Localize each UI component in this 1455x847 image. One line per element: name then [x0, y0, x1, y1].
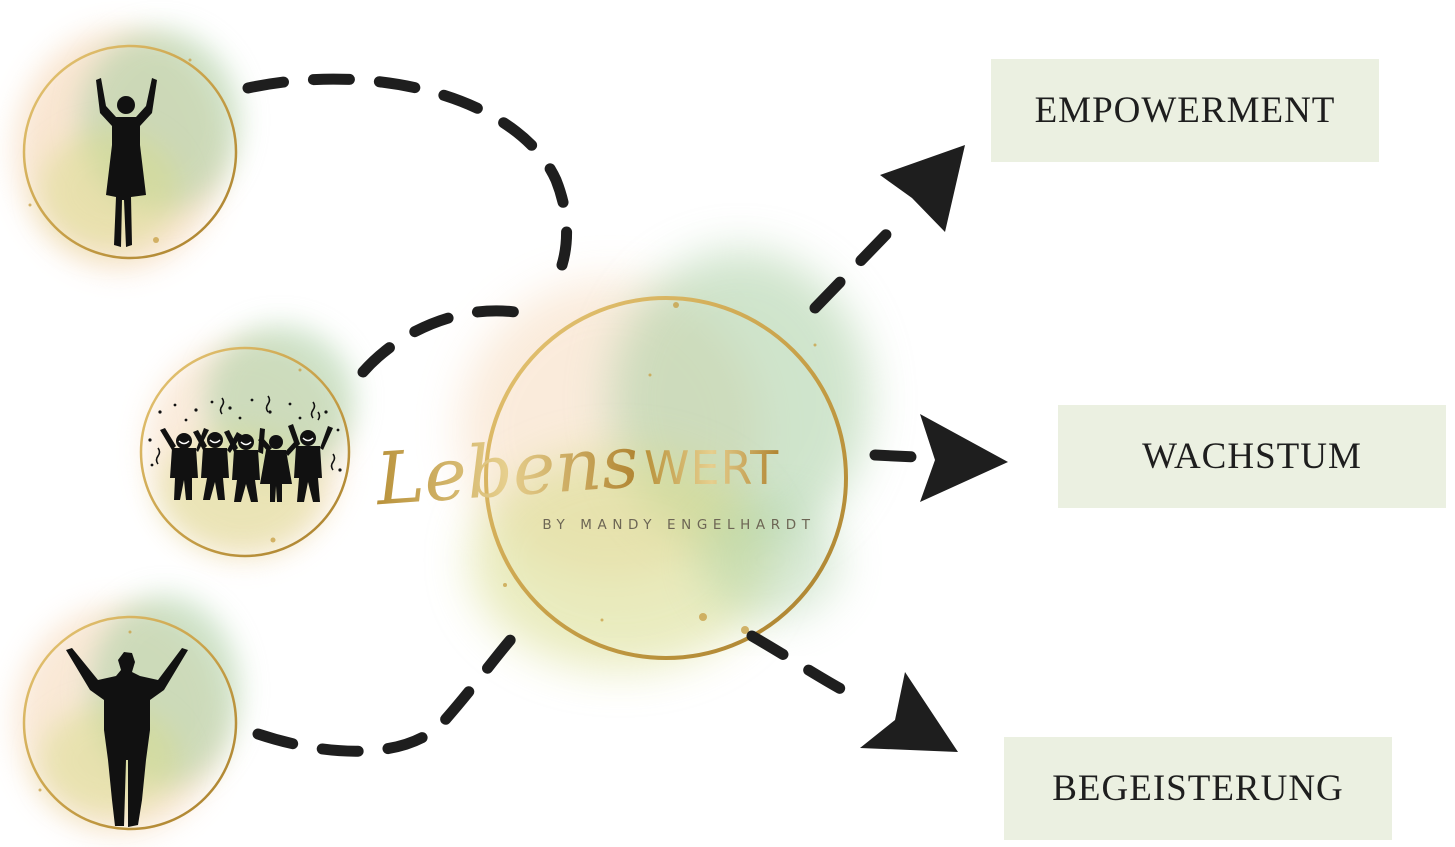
connector-woman-to-logo	[242, 73, 573, 271]
arrow-heads	[860, 145, 1008, 752]
celebrating-group-icon	[148, 395, 342, 502]
arrow-head-empowerment	[880, 145, 965, 232]
brand-tagline: BY MANDY ENGELHARDT	[542, 517, 815, 533]
man-ring	[22, 615, 238, 831]
outcome-begeisterung: BEGEISTERUNG	[1004, 737, 1392, 840]
arrow-head-wachstum	[920, 414, 1008, 502]
arrow-head-begeisterung	[860, 672, 958, 752]
brand-caps: WERT	[644, 441, 779, 495]
gold-speckles	[28, 58, 817, 792]
connector-group-to-logo	[357, 305, 521, 378]
man-arms-raised-icon	[66, 648, 188, 827]
outcome-label: WACHSTUM	[1142, 436, 1362, 477]
brand-script: Lebens	[372, 419, 642, 521]
arrow-wachstum-shaft	[869, 449, 941, 464]
arrow-begeisterung-shaft	[746, 630, 856, 700]
arrow-empowerment-shaft	[809, 209, 911, 314]
brand-logo: Lebens WERT BY MANDY ENGELHARDT	[372, 419, 815, 533]
outcome-label: BEGEISTERUNG	[1052, 768, 1344, 809]
outcome-label: EMPOWERMENT	[1034, 90, 1336, 131]
logo-ring	[484, 296, 848, 660]
group-ring	[139, 346, 351, 558]
woman-arms-raised-icon	[96, 78, 157, 247]
outcome-empowerment: EMPOWERMENT	[991, 59, 1379, 162]
dashed-connectors	[242, 73, 941, 757]
woman-ring	[22, 44, 238, 260]
connector-man-to-logo	[252, 621, 528, 757]
outcome-wachstum: WACHSTUM	[1058, 405, 1446, 508]
